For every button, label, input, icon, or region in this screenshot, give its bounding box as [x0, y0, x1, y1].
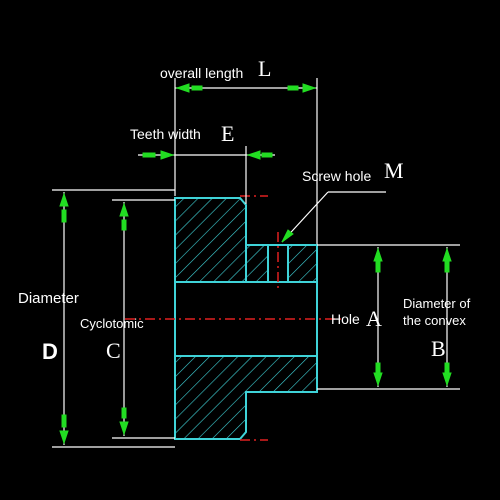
arrow-L-right — [302, 83, 317, 93]
arrow-D-top — [59, 192, 69, 207]
dimension-arrows — [59, 83, 452, 445]
label-C: C — [106, 338, 121, 363]
center-lines — [125, 195, 345, 441]
arrow-A-bottom — [373, 372, 383, 387]
label-L: L — [258, 56, 272, 81]
label-cyclotomic: Cyclotomic — [80, 316, 144, 331]
arrow-C-bottom — [119, 421, 129, 436]
hub-upper-band — [288, 246, 317, 282]
arrow-E-right — [246, 150, 261, 160]
label-B: B — [431, 336, 446, 361]
arrow-C-top — [119, 202, 129, 217]
arrow-screw-hole — [281, 229, 294, 243]
arrow-B-bottom — [442, 372, 452, 387]
label-A: A — [366, 306, 382, 331]
label-overall-length: overall length — [160, 65, 244, 81]
arrow-A-top — [373, 247, 383, 262]
arrow-L-left — [175, 83, 190, 93]
arrow-D-bottom — [59, 430, 69, 445]
arrow-E-left — [160, 150, 175, 160]
label-M: M — [384, 158, 404, 183]
label-diameter: Diameter — [18, 290, 79, 307]
label-diameter-of-convex-line2: the convex — [403, 313, 466, 328]
upper-hatched-section — [175, 198, 268, 282]
arrow-B-top — [442, 247, 452, 262]
label-hole: Hole — [331, 311, 360, 327]
label-teeth-width: Teeth width — [130, 126, 201, 142]
label-diameter-of-convex-line1: Diameter of — [403, 296, 471, 311]
label-screw-hole: Screw hole — [302, 168, 372, 184]
label-D: D — [42, 339, 58, 364]
label-E: E — [221, 121, 235, 146]
